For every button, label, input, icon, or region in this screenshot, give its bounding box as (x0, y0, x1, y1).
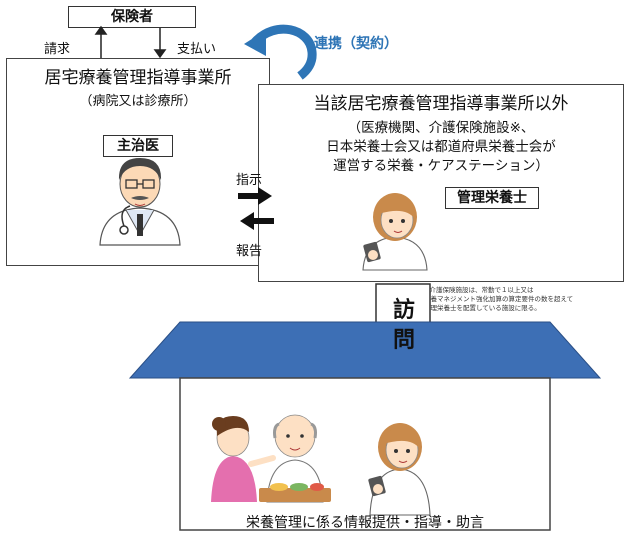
footnote-line3: 管理栄養士を配置している施設に限る。 (424, 304, 541, 312)
payment-arrow (153, 28, 167, 59)
claim-label: 請求 (44, 42, 71, 57)
dietitian-label-box: 管理栄養士 (445, 187, 539, 209)
dietitian-illustration-home (368, 423, 431, 516)
payment-label: 支払い (177, 42, 217, 57)
instruction-label: 指示 (236, 173, 263, 188)
footnote-line1: ※介護保険施設は、常勤で１以上又は (424, 286, 534, 294)
clinic-subtitle: （病院又は診療所） (79, 94, 197, 109)
cooperation-label: 連携（契約） (314, 36, 398, 52)
other-office-line1: （医療機関、介護保険施設※、 (347, 120, 535, 136)
other-office-line3: 運営する栄養・ケアステーション） (333, 158, 549, 174)
doctor-illustration (99, 158, 181, 246)
caregiver-illustration (211, 416, 276, 502)
dietitian-illustration-office (362, 193, 428, 271)
doctor-label: 主治医 (117, 138, 159, 154)
home-caption: 栄養管理に係る情報提供・指導・助言 (246, 515, 484, 531)
visit-char-1: 訪 (392, 298, 415, 323)
footnote-line2: 栄養マネジメント強化加算の算定要件の数を超えて (424, 295, 574, 303)
cooperation-arrow (244, 24, 317, 80)
footnote: ※介護保険施設は、常勤で１以上又は 栄養マネジメント強化加算の算定要件の数を超え… (424, 286, 634, 313)
visit-label: 訪 問 (386, 296, 422, 356)
clinic-title: 居宅療養管理指導事業所 (44, 68, 232, 88)
other-office-title: 当該居宅療養管理指導事業所以外 (313, 94, 569, 114)
insurer-label: 保険者 (111, 9, 153, 25)
doctor-label-box: 主治医 (103, 135, 173, 157)
visit-char-2: 問 (392, 328, 415, 353)
claim-arrow (94, 25, 108, 58)
insurer-box: 保険者 (68, 6, 196, 28)
other-office-line2: 日本栄養士会又は都道府県栄養士会が (326, 139, 556, 155)
report-arrow (240, 212, 274, 230)
dietitian-label: 管理栄養士 (457, 190, 527, 206)
elderly-person-illustration (259, 414, 331, 503)
report-label: 報告 (236, 244, 263, 259)
instruction-arrow (238, 187, 272, 205)
house (128, 321, 602, 531)
other-office-box: 当該居宅療養管理指導事業所以外 （医療機関、介護保険施設※、 日本栄養士会又は都… (258, 84, 624, 282)
